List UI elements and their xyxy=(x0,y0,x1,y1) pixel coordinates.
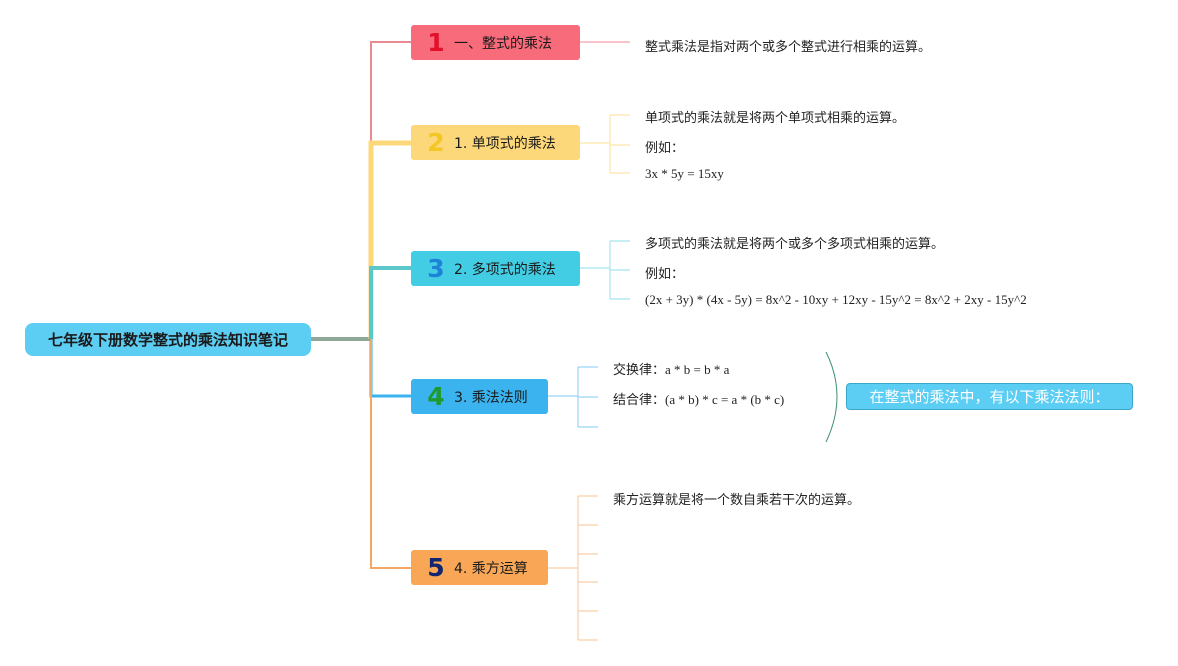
root-topic[interactable]: 七年级下册数学整式的乘法知识笔记 xyxy=(25,323,311,356)
branch-3-label: 2. 多项式的乘法 xyxy=(454,261,556,278)
branch-3-leaf-3[interactable]: (2x + 3y) * (4x - 5y) = 8x^2 - 10xy + 12… xyxy=(645,292,1027,307)
branch-2-leaf-3[interactable]: 3x * 5y = 15xy xyxy=(645,166,724,181)
branch-2-leaf-2[interactable]: 例如： xyxy=(645,141,685,156)
branch-2-topic[interactable]: 2 1. 单项式的乘法 xyxy=(411,125,580,160)
branch-4-summary[interactable]: 在整式的乘法中，有以下乘法法则： xyxy=(846,383,1133,410)
rule-formula: a * b = b * a xyxy=(665,362,730,377)
branch-5-topic[interactable]: 5 4. 乘方运算 xyxy=(411,550,548,585)
branch-4-leaf-2[interactable]: 结合律：(a * b) * c = a * (b * c) xyxy=(613,389,784,408)
branch-3-topic[interactable]: 3 2. 多项式的乘法 xyxy=(411,251,580,286)
rule-formula: (a * b) * c = a * (b * c) xyxy=(665,392,785,407)
branch-4-topic[interactable]: 4 3. 乘法法则 xyxy=(411,379,548,414)
branch-5-leaf-1[interactable]: 乘方运算就是将一个数自乘若干次的运算。 xyxy=(613,493,861,508)
branch-3-leaf-1[interactable]: 多项式的乘法就是将两个或多个多项式相乘的运算。 xyxy=(645,237,945,252)
branch-2-leaf-1[interactable]: 单项式的乘法就是将两个单项式相乘的运算。 xyxy=(645,111,906,126)
rule-name: 结合律： xyxy=(613,393,666,408)
number-1-icon: 1 xyxy=(427,28,445,57)
branch-1-label: 一、整式的乘法 xyxy=(454,35,552,52)
branch-1-topic[interactable]: 1 一、整式的乘法 xyxy=(411,25,580,60)
branch-4-leaf-1[interactable]: 交换律：a * b = b * a xyxy=(613,359,729,378)
branch-4-label: 3. 乘法法则 xyxy=(454,389,528,406)
number-4-icon: 4 xyxy=(427,382,445,411)
rule-name: 交换律： xyxy=(613,363,666,378)
branch-2-label: 1. 单项式的乘法 xyxy=(454,135,556,152)
number-2-icon: 2 xyxy=(427,128,445,157)
number-5-icon: 5 xyxy=(427,553,445,582)
branch-3-leaf-2[interactable]: 例如： xyxy=(645,267,685,282)
number-3-icon: 3 xyxy=(427,254,445,283)
branch-1-leaf-1[interactable]: 整式乘法是指对两个或多个整式进行相乘的运算。 xyxy=(645,40,932,55)
branch-5-label: 4. 乘方运算 xyxy=(454,560,528,577)
